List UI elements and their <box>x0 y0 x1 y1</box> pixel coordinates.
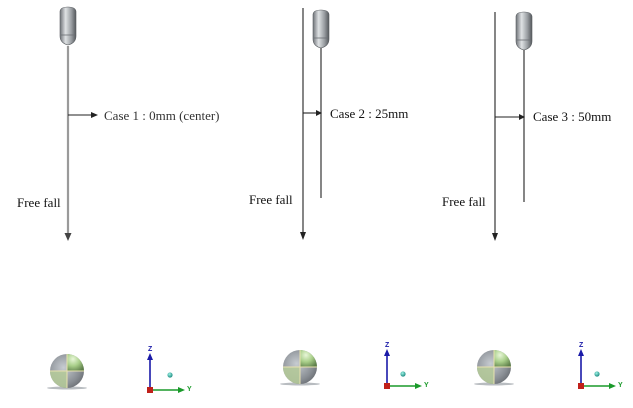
axis-triad-case1 <box>147 353 185 393</box>
offset-arrowhead-case2 <box>316 110 322 116</box>
impactor-tip-case2 <box>312 9 330 49</box>
case3-label: Case 3 : 50mm <box>533 109 612 124</box>
axis-y-label-case3: Y <box>618 382 623 389</box>
fall-arrowhead-case1 <box>64 233 72 241</box>
panel-case2 <box>300 8 330 240</box>
axis-z-label-case1: Z <box>148 346 153 353</box>
impactor-tip-case1 <box>59 6 77 46</box>
offset-arrowhead-case1 <box>91 112 98 118</box>
case1-label: Case 1 : 0mm (center) <box>104 108 220 123</box>
offset-arrowhead-case3 <box>519 114 525 120</box>
axis-triad-case3 <box>578 349 616 389</box>
sphere-case2 <box>280 350 320 386</box>
case2-label: Case 2 : 25mm <box>330 106 409 121</box>
free-fall-label-case3: Free fall <box>442 194 486 209</box>
panel-case3 <box>492 11 533 241</box>
free-fall-label-case1: Free fall <box>17 195 61 210</box>
sphere-case1 <box>47 354 87 390</box>
axis-y-label-case1: Y <box>187 386 192 393</box>
fall-arrowhead-case3 <box>492 233 498 241</box>
axis-z-label-case2: Z <box>385 342 390 349</box>
sphere-case3 <box>474 350 514 386</box>
axis-z-label-case3: Z <box>579 342 584 349</box>
axis-triad-case2 <box>384 349 422 389</box>
impactor-tip-case3 <box>515 11 533 51</box>
free-fall-label-case2: Free fall <box>249 192 293 207</box>
panel-case1 <box>59 6 98 241</box>
axis-y-label-case2: Y <box>424 382 429 389</box>
fall-arrowhead-case2 <box>300 232 306 240</box>
